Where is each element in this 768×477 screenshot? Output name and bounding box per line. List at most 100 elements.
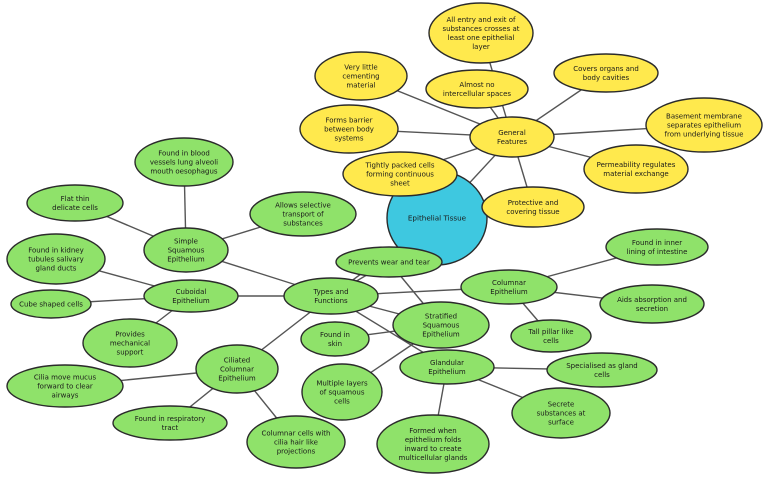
node-types-shape [283, 277, 379, 315]
node-multiple-layers-shape [301, 363, 383, 421]
node-inner-lining-shape [605, 228, 709, 266]
node-very-little-shape [314, 51, 408, 101]
node-respiratory-shape [112, 405, 228, 441]
node-cuboidal-shape [143, 279, 239, 313]
node-almost-no-shape [425, 69, 529, 109]
node-folds-shape [376, 414, 490, 474]
node-cube-label: Cube shaped cells [19, 300, 83, 308]
node-columnar-shape [460, 269, 558, 305]
node-kidney-shape [6, 233, 106, 285]
node-blood-vessels-shape [134, 137, 234, 187]
node-secrete-shape [511, 387, 611, 439]
node-aids-shape [599, 284, 705, 324]
node-cube: Cube shaped cells [10, 289, 92, 319]
node-prevents-wear-label: Prevents wear and tear [348, 258, 430, 266]
node-skin-shape [300, 321, 370, 357]
node-forms-barrier-shape [299, 104, 399, 154]
node-mech-support-shape [82, 318, 178, 368]
node-cube-shape [10, 289, 92, 319]
node-specialised-shape [546, 352, 658, 388]
node-center-label: Epithelial Tissue [408, 214, 467, 223]
node-tightly-shape [342, 151, 458, 197]
node-simple-squamous-shape [143, 227, 229, 273]
node-columnar-cells-shape [246, 415, 346, 469]
node-covers-shape [553, 53, 659, 93]
node-protective-shape [481, 186, 585, 228]
node-basement-shape [645, 97, 763, 153]
node-all-entry-shape [428, 2, 534, 64]
node-permeability-shape [583, 144, 689, 194]
node-glandular-shape [399, 349, 495, 385]
node-ciliated-shape [195, 344, 279, 394]
node-general-features-shape [469, 116, 555, 158]
node-prevents-wear: Prevents wear and tear [335, 246, 443, 278]
node-tall-pillar-shape [510, 319, 592, 353]
node-prevents-wear-shape [335, 246, 443, 278]
node-allows-transport-shape [249, 191, 357, 237]
node-cilia-move-shape [6, 364, 124, 408]
